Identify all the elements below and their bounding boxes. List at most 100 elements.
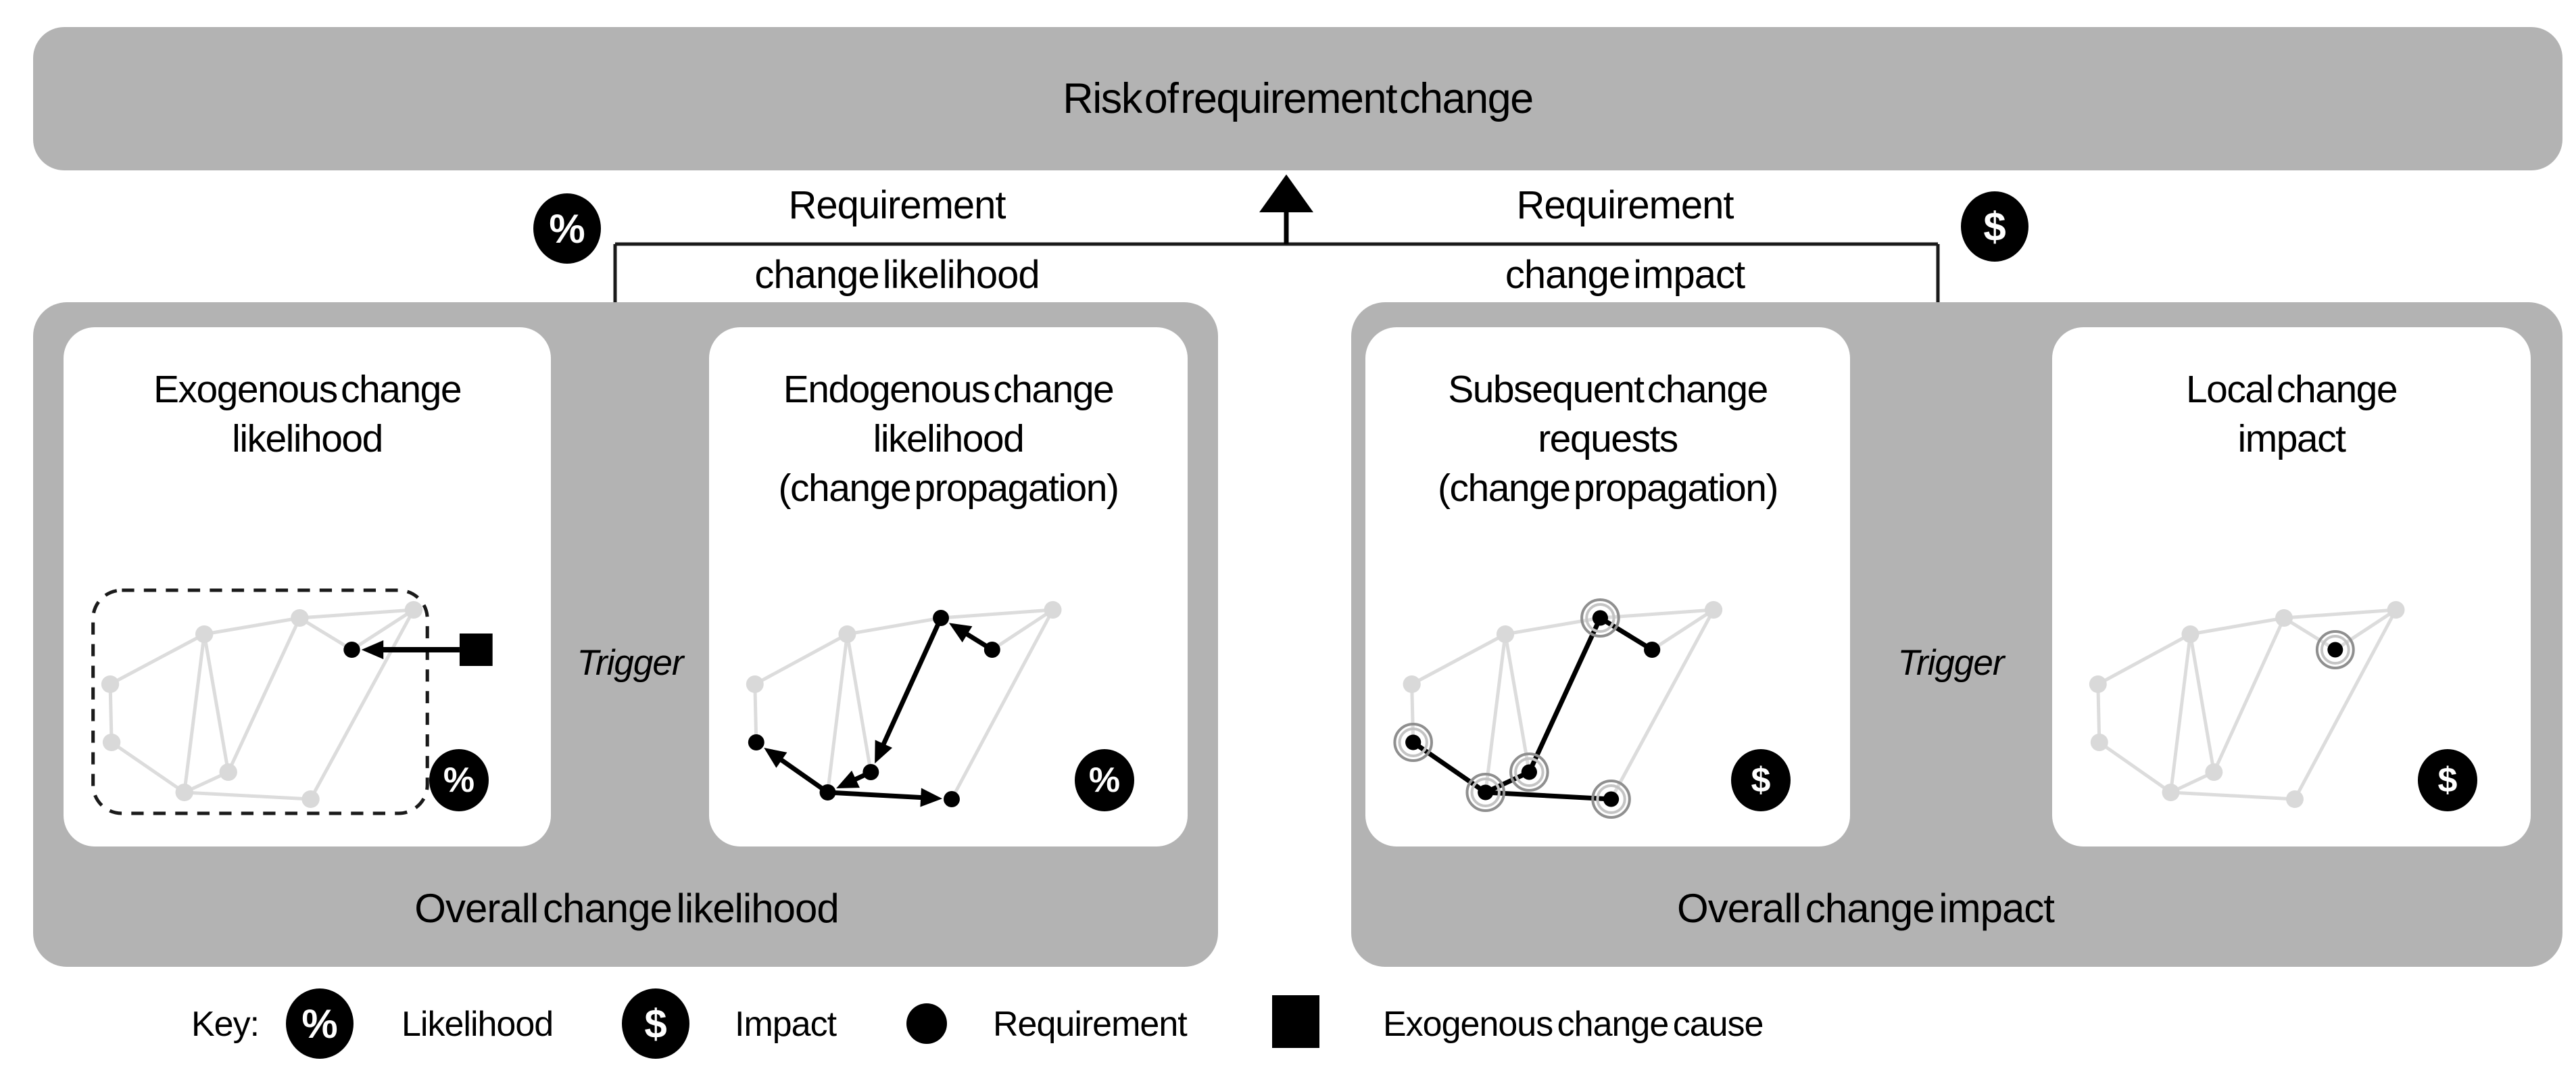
propagation-arrow-head-icon	[875, 740, 893, 764]
impacted-requirement-node	[2327, 642, 2343, 658]
dependency-edge	[1484, 634, 1507, 793]
propagation-edge	[1485, 790, 1611, 802]
card-title: Exogenous change likelihood	[153, 368, 462, 460]
dollar-badge-icon: $	[2418, 749, 2477, 811]
dependency-edge	[2283, 608, 2396, 620]
propagation-arrow-head-icon	[948, 623, 973, 643]
requirement-node	[101, 675, 120, 693]
overall-change-impact-label: Overall change impact	[1677, 886, 2055, 931]
dependency-edge	[202, 634, 230, 773]
dependency-edge	[184, 790, 311, 801]
impact-halo-ring	[1514, 757, 1545, 787]
propagation-arrow	[827, 790, 924, 801]
requirement-node	[195, 625, 214, 643]
dependency-edge	[845, 634, 873, 773]
requirement-node	[2162, 784, 2180, 801]
impact-halo-ring	[2320, 635, 2350, 665]
requirement-node	[1496, 625, 1515, 643]
dependency-edge	[110, 740, 186, 794]
dependency-edge	[940, 608, 1053, 620]
dependency-edge	[1609, 608, 1716, 801]
requirement-node	[291, 609, 309, 627]
overall-change-likelihood-label: Overall change likelihood	[414, 886, 839, 931]
propagation-edge	[1527, 617, 1603, 773]
impact-halo-ring	[1509, 752, 1549, 792]
dependency-edge	[2169, 634, 2192, 793]
changed-requirement-node	[983, 642, 1000, 658]
changed-requirement-node	[933, 610, 949, 626]
dependency-edge	[2212, 617, 2286, 773]
card-endogenous-change-likelihood: Endogenous change likelihood (change pro…	[709, 327, 1188, 846]
changed-requirement-node	[862, 764, 879, 780]
risk-banner-title: Risk of requirement change	[1063, 75, 1534, 122]
impact-halo-ring	[1398, 727, 1428, 757]
requirement-node	[746, 675, 764, 693]
risk-banner: Risk of requirement change	[33, 27, 2562, 170]
dependency-edge	[108, 684, 114, 743]
key-impact-label: Impact	[735, 1005, 837, 1044]
dependency-edge	[1410, 684, 1415, 743]
trigger-label-impact: Trigger	[1897, 643, 2005, 683]
dependency-edge	[2188, 634, 2216, 773]
dependency-edge	[309, 608, 416, 801]
dependency-edge	[1411, 632, 1507, 686]
endogenous-likelihood-graph	[746, 601, 1062, 807]
card-title: Subsequent change requests (change propa…	[1438, 368, 1778, 510]
overall-change-impact-group: Subsequent change requests (change propa…	[1351, 302, 2562, 967]
requirement-change-impact-label: Requirement change impact	[1505, 183, 1745, 297]
dependency-edge	[183, 634, 206, 793]
requirement-node	[2090, 734, 2108, 751]
card-local-change-impact: Local change impact $	[2052, 327, 2531, 846]
propagation-arrow-head-icon	[361, 640, 384, 659]
requirement-change-likelihood-label: Requirement change likelihood	[754, 183, 1040, 297]
key-requirement-dot-icon	[906, 1003, 947, 1044]
dependency-edge	[109, 632, 205, 686]
dollar-badge-icon: $	[1731, 749, 1791, 811]
key-percent-badge-icon: %	[286, 988, 354, 1059]
dependency-edge	[846, 616, 942, 636]
requirement-node	[175, 784, 193, 801]
dependency-edge	[299, 608, 414, 620]
propagation-arrow-head-icon	[836, 770, 860, 789]
propagation-arrow-head-icon	[920, 788, 943, 807]
dependency-edge	[2334, 608, 2397, 652]
requirement-node	[219, 763, 237, 781]
dependency-edge	[351, 608, 415, 652]
impacted-requirement-node	[1521, 764, 1537, 780]
dependency-edge	[1505, 616, 1601, 636]
dependency-edge	[2098, 740, 2172, 794]
dependency-edge	[1503, 634, 1531, 773]
key-exogenous-square-icon	[1272, 995, 1319, 1048]
percent-badge-icon: %	[429, 749, 489, 811]
requirement-node	[2181, 625, 2200, 643]
dependency-edge	[754, 632, 848, 686]
requirement-node	[301, 790, 320, 808]
impact-halo-ring	[1465, 773, 1506, 812]
impact-halo-ring	[1393, 723, 1433, 762]
dependency-edge	[1651, 608, 1715, 652]
impacted-requirement-node	[1405, 734, 1421, 750]
overall-change-likelihood-group: Exogenous change likelihood % Endogenous…	[33, 302, 1218, 967]
impacted-requirement-node	[1478, 784, 1494, 801]
propagation-arrow	[778, 757, 829, 794]
impact-halo-ring	[2315, 630, 2355, 669]
dependency-edge	[226, 617, 301, 773]
dependency-edge	[991, 608, 1054, 652]
risk-arrow-head-icon	[1259, 174, 1313, 212]
requirement-node	[1403, 675, 1421, 693]
dependency-edge	[2170, 790, 2295, 801]
requirement-node	[2286, 790, 2304, 808]
requirement-node	[1044, 601, 1062, 619]
dependency-edge	[2283, 616, 2337, 652]
likelihood-percent-badge-icon: %	[533, 193, 601, 264]
key-likelihood-label: Likelihood	[402, 1005, 554, 1044]
impacted-requirement-node	[1592, 610, 1609, 626]
dependency-edge	[2097, 632, 2191, 686]
changed-requirement-node	[819, 784, 836, 801]
card-exogenous-change-likelihood: Exogenous change likelihood %	[64, 327, 551, 846]
requirement-node	[404, 601, 423, 619]
impact-halo-ring	[1580, 598, 1620, 638]
key-exogenous-cause-label: Exogenous change cause	[1383, 1005, 1764, 1044]
requirement-node	[838, 625, 856, 643]
requirement-node	[102, 734, 121, 751]
